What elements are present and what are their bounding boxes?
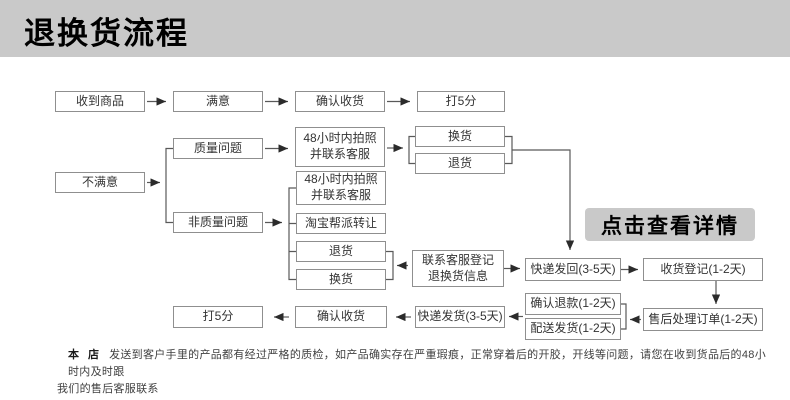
node-quality-issue: 质量问题 [173,138,263,159]
node-photo-48h-quality: 48小时内拍照 并联系客服 [295,127,385,167]
node-contact-customer-service: 联系客服登记 退换货信息 [412,250,504,287]
node-exchange-nonquality: 换货 [296,269,386,290]
node-taobao-transfer: 淘宝帮派转让 [296,213,386,234]
node-receipt-registration: 收货登记(1-2天) [643,258,763,281]
node-express-delivery: 快递发货(3-5天) [415,306,505,328]
page-title: 退换货流程 [24,16,189,51]
node-received-goods: 收到商品 [55,91,145,112]
node-confirm-refund: 确认退款(1-2天) [525,293,621,315]
node-non-quality-issue: 非质量问题 [173,212,263,233]
bracket-exchange-return-right [505,135,513,165]
footer-note: 本 店发送到客户手里的产品都有经过严格的质检，如产品确实存在严重瑕痕，正常穿着后… [57,347,773,398]
node-return-quality: 退货 [415,153,505,174]
node-satisfied: 满意 [173,91,263,112]
node-confirm-receipt-top: 确认收货 [295,91,385,112]
node-rate-5-bottom: 打5分 [173,306,263,328]
footer-line-1: 本 店发送到客户手里的产品都有经过严格的质检，如产品确实存在严重瑕痕，正常穿着后… [57,347,773,381]
node-exchange-quality: 换货 [415,126,505,147]
view-details-button[interactable]: 点击查看详情 [585,208,755,241]
footer-line-2: 我们的售后客服联系 [57,383,159,395]
node-aftersales-order: 售后处理订单(1-2天) [643,308,763,331]
bracket-nonquality-options [288,187,296,281]
node-confirm-receipt-bottom: 确认收货 [295,306,387,328]
footer-shop-prefix: 本 店 [68,349,103,361]
node-unsatisfied: 不满意 [55,172,145,193]
footer-line-1-text: 发送到客户手里的产品都有经过严格的质检，如产品确实存在严重瑕痕，正常穿着后的开胶… [68,349,766,378]
arrow-merge-to-express-back [512,149,575,250]
node-photo-48h-nonquality: 48小时内拍照 并联系客服 [296,171,386,205]
title-bar: 退换货流程 [0,0,790,57]
bracket-return-exchange-nq [386,250,394,281]
node-return-nonquality: 退货 [296,241,386,262]
node-rate-5-top: 打5分 [417,91,505,112]
node-express-return: 快递发回(3-5天) [525,258,621,281]
node-dispatch-goods: 配送发货(1-2天) [525,318,621,340]
bracket-unsatisfied-branch [165,147,173,224]
